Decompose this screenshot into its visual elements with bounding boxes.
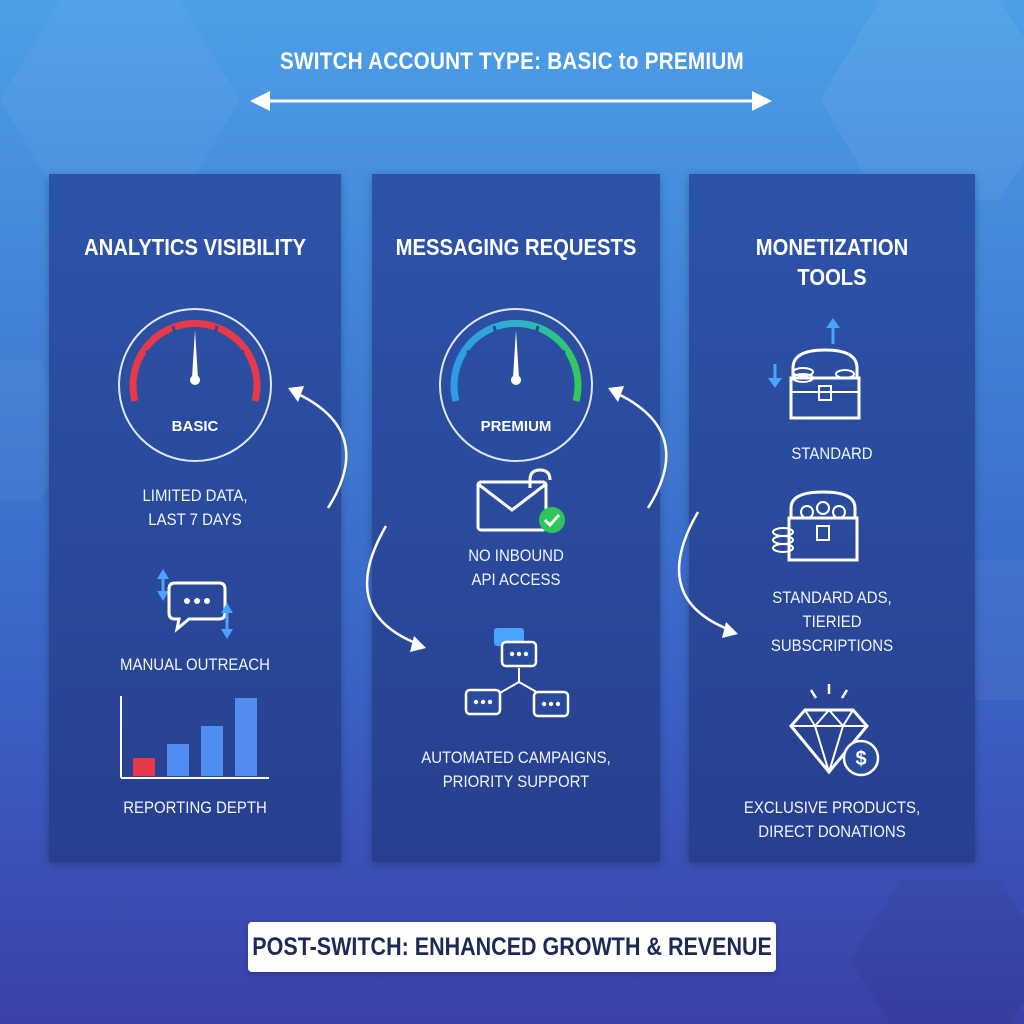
footer-banner: POST-SWITCH: ENHANCED GROWTH & REVENUE <box>248 922 776 972</box>
arrow-up-icon <box>826 318 840 344</box>
diamond-icon: $ <box>789 684 880 777</box>
automated-campaigns-caption: AUTOMATED CAMPAIGNS, PRIORITY SUPPORT <box>421 748 611 791</box>
envelope-icon <box>476 468 565 533</box>
speedometer-icon <box>118 308 272 462</box>
manual-outreach-caption: MANUAL OUTREACH <box>120 655 270 674</box>
exclusive-products-caption: EXCLUSIVE PRODUCTS, DIRECT DONATIONS <box>743 798 921 841</box>
reporting-depth-caption: REPORTING DEPTH <box>123 798 267 817</box>
standard-caption: STANDARD <box>791 444 873 463</box>
panel-heading: ANALYTICS VISIBILITY <box>84 234 306 260</box>
checkmark-icon <box>539 507 565 533</box>
treasure-chest-icon <box>772 490 859 562</box>
analytics-limited-data-caption: LIMITED DATA, LAST 7 DAYS <box>142 486 248 529</box>
panel-heading: MONETIZATION TOOLS <box>755 234 909 290</box>
footer-text: POST-SWITCH: ENHANCED GROWTH & REVENUE <box>252 932 772 961</box>
treasure-chest-icon <box>768 318 861 420</box>
messaging-requests-panel: MESSAGING REQUESTS PREMIUM NO INBO <box>372 174 660 862</box>
unlock-icon <box>528 468 552 488</box>
standard-ads-caption: STANDARD ADS, TIERIED SUBSCRIPTIONS <box>770 588 894 655</box>
double-arrow-icon <box>250 91 772 111</box>
page-title: SWITCH ACCOUNT TYPE: BASIC to PREMIUM <box>280 48 744 75</box>
gauge-label: PREMIUM <box>480 418 552 435</box>
arrow-down-icon <box>768 364 782 388</box>
analytics-visibility-panel: ANALYTICS VISIBILITY BASIC LIMITED DATA,… <box>49 174 341 862</box>
chat-network-icon <box>464 628 570 718</box>
no-inbound-api-caption: NO INBOUND API ACCESS <box>468 546 564 589</box>
svg-text:$: $ <box>855 748 866 770</box>
speedometer-icon <box>439 308 593 462</box>
gauge-label: BASIC <box>171 418 219 435</box>
bar-chart-icon <box>120 696 269 779</box>
panel-heading: MESSAGING REQUESTS <box>395 234 637 260</box>
monetization-tools-panel: MONETIZATION TOOLS STANDARD STANDARD ADS <box>689 174 975 862</box>
chat-bubble-icon <box>157 569 233 639</box>
dollar-icon: $ <box>842 739 880 777</box>
